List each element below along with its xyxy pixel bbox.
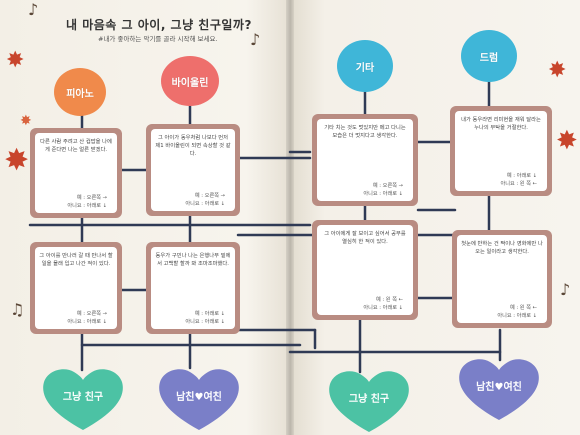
question-box-8: 첫눈에 반하는 건 짝이나 영화에만 나오는 일이라고 생각한다. 예 : 왼 … — [452, 230, 552, 328]
start-drum[interactable]: 드럼 — [461, 30, 517, 82]
result-heart-1: 그냥 친구 — [40, 366, 126, 432]
start-piano[interactable]: 피아노 — [54, 68, 106, 116]
yes-direction: 예 : 왼 쪽 ← — [509, 305, 537, 311]
instrument-label: 드럼 — [479, 52, 499, 64]
maple-leaf-icon: ✸ — [20, 113, 32, 129]
start-violin[interactable]: 바이올린 — [161, 56, 219, 106]
question-box-6: 동우가 구민나 나는 은행나무 밑에서 고백할 할까 봐 조마조마했다. 예 :… — [146, 242, 240, 334]
result-label: 그냥 친구 — [348, 394, 390, 405]
heart-icon — [43, 369, 123, 430]
heart-icon — [159, 369, 239, 430]
no-direction: 아니요 : 아래로 ↓ — [185, 319, 225, 325]
maple-leaf-icon: ✸ — [4, 143, 30, 178]
heart-icon — [459, 359, 539, 420]
result-label: 그냥 친구 — [62, 392, 104, 403]
instrument-label: 기타 — [355, 62, 375, 74]
question-box-1: 다른 사람 주려고 산 컵밥을 나에게 준다면 나는 얼른 받겠다. 예 : 오… — [30, 128, 122, 218]
question-box-5: 그 아이를 만나러 갈 때 만나서 할 일을 몰래 입고 나간 적이 있다. 예… — [30, 242, 122, 334]
heart-icon — [329, 371, 409, 432]
maple-leaf-icon: ✸ — [556, 126, 578, 156]
no-direction: 아니요 : 아래로 ↓ — [185, 201, 225, 207]
result-heart-4: 남친♥여친 — [456, 356, 542, 422]
question-box-4: 내가 동우라면 리미현을 재워 달라는 누나의 부탁을 거절한다. 예 : 아래… — [450, 106, 552, 196]
no-direction: 아니요 : 아래로 ↓ — [363, 305, 403, 311]
yes-direction: 예 : 오른쪽 → — [76, 195, 107, 201]
question-box-2: 그 아이가 동우처럼 나보다 먼저 제1 바이올린이 되면 속상할 것 같다. … — [146, 124, 240, 216]
no-direction: 아니요 : 아래로 ↓ — [363, 191, 403, 197]
music-note-icon: ♫ — [10, 300, 25, 319]
yes-direction: 예 : 오른쪽 → — [372, 183, 403, 189]
question-text: 내가 동우라면 리미현을 재워 달라는 누나의 부탁을 거절한다. — [461, 117, 541, 131]
question-text: 그 아이에게 잘 보이고 싶어서 공부를 열심히 한 적이 있다. — [324, 231, 406, 245]
yes-direction: 예 : 오른쪽 → — [76, 311, 107, 317]
no-direction: 아니요 : 아래로 ↓ — [67, 319, 107, 325]
yes-direction: 예 : 오른쪽 → — [194, 193, 225, 199]
maple-leaf-icon: ✸ — [6, 48, 25, 73]
instrument-label: 피아노 — [66, 88, 94, 100]
yes-direction: 예 : 왼 쪽 ← — [375, 297, 403, 303]
instrument-label: 바이올린 — [171, 77, 209, 89]
question-text: 그 아이가 동우처럼 나보다 먼저 제1 바이올린이 되면 속상할 것 같다. — [155, 135, 231, 157]
music-note-icon: ♪ — [560, 280, 571, 299]
question-box-7: 그 아이에게 잘 보이고 싶어서 공부를 열심히 한 적이 있다. 예 : 왼 … — [312, 220, 418, 320]
result-label: 남친♥여친 — [176, 392, 222, 403]
maple-leaf-icon: ✸ — [548, 58, 567, 83]
page-subtitle: #내가 좋아하는 악기를 골라 시작해 보세요. — [98, 35, 218, 43]
music-note-icon: ♪ — [28, 0, 39, 19]
question-text: 첫눈에 반하는 건 짝이나 영화에만 나오는 일이라고 생각한다. — [461, 241, 543, 255]
music-note-icon: ♪ — [250, 30, 261, 49]
no-direction: 아니요 : 아래로 ↓ — [497, 313, 537, 319]
question-text: 다른 사람 주려고 산 컵밥을 나에게 준다면 나는 얼른 받겠다. — [40, 139, 112, 153]
no-direction: 아니요 : 왼 쪽 ← — [500, 181, 537, 187]
start-guitar[interactable]: 기타 — [337, 40, 393, 92]
no-direction: 아니요 : 아래로 ↓ — [67, 203, 107, 209]
question-text: 그 아이를 만나러 갈 때 만나서 할 일을 몰래 입고 나간 적이 있다. — [39, 253, 113, 267]
result-label: 남친♥여친 — [476, 382, 522, 393]
result-heart-3: 그냥 친구 — [326, 368, 412, 434]
question-box-3: 기타 치는 것도 멋있지만 메고 다니는 모습은 더 멋지다고 생각한다. 예 … — [312, 114, 418, 206]
page-title: 내 마음속 그 아이, 그냥 친구일까? — [66, 18, 252, 32]
question-text: 동우가 구민나 나는 은행나무 밑에서 고백할 할까 봐 조마조마했다. — [155, 253, 231, 267]
question-text: 기타 치는 것도 멋있지만 메고 다니는 모습은 더 멋지다고 생각한다. — [324, 125, 406, 139]
yes-direction: 예 : 아래로 ↓ — [506, 173, 537, 179]
book-spine — [286, 0, 294, 435]
result-heart-2: 남친♥여친 — [156, 366, 242, 432]
yes-direction: 예 : 아래로 ↓ — [194, 311, 225, 317]
